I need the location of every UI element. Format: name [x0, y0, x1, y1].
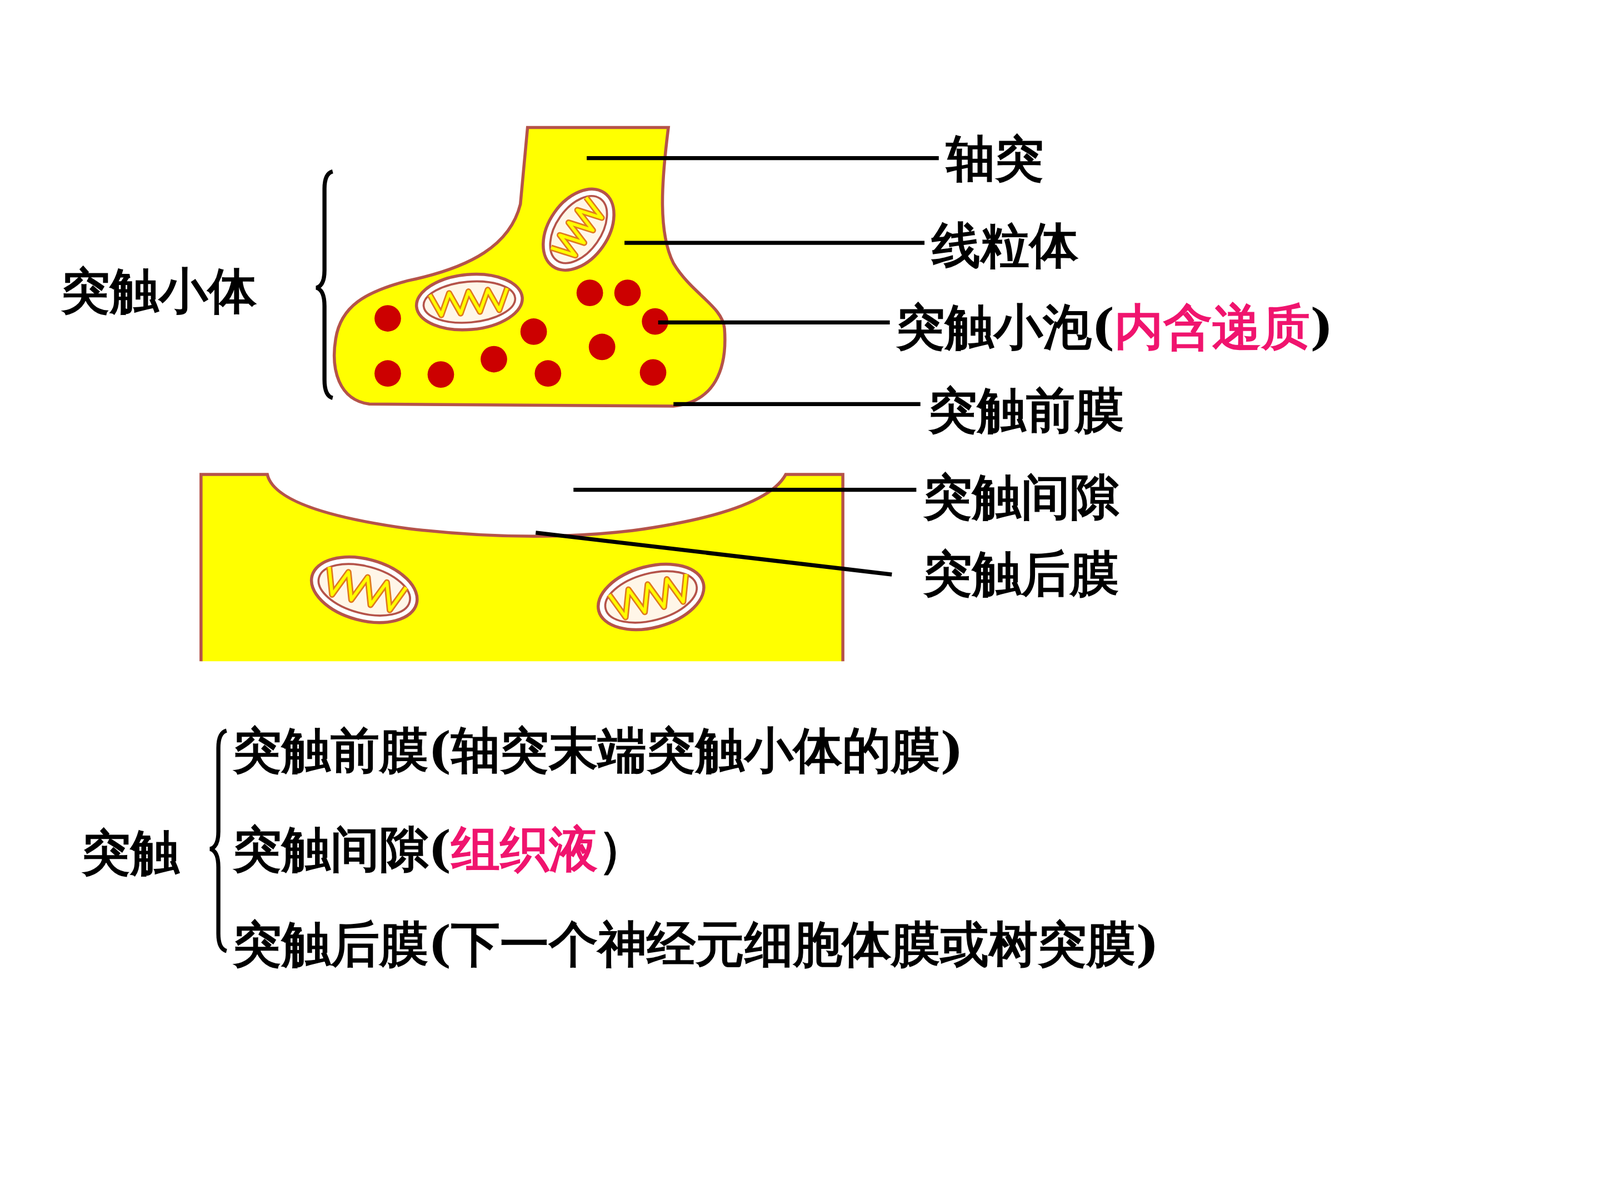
part-label: 突触间隙 — [923, 470, 1119, 524]
label-row: 突触小体 — [61, 263, 257, 318]
part-label: ） — [597, 822, 647, 877]
synaptic-vesicle — [480, 346, 508, 373]
mitochondrion — [528, 176, 629, 284]
synaptic-vesicle — [520, 318, 548, 345]
label-row: 突触小泡(内含递质) — [896, 299, 1334, 354]
label-row: 突触 — [81, 825, 180, 879]
label-row: 突触前膜 — [928, 383, 1124, 438]
label-row: 轴突 — [946, 131, 1044, 185]
label-row: 突触后膜(下一个神经元细胞体膜或树突膜) — [232, 917, 1159, 972]
part-label: 组织液 — [451, 822, 598, 877]
synaptic-vesicle — [374, 360, 402, 387]
part-label: 突触后膜(下一个神经元细胞体膜或树突膜) — [232, 917, 1159, 972]
part-label: ) — [1310, 299, 1334, 354]
label-row: 突触前膜(轴突末端突触小体的膜) — [232, 723, 964, 778]
label-row: 突触间隙(组织液） — [232, 822, 648, 877]
leader-lines — [535, 158, 939, 575]
part-label: 轴突 — [946, 131, 1044, 185]
part-label: 突触前膜 — [928, 383, 1124, 438]
mitochondrion — [413, 270, 525, 334]
synaptic-vesicle — [640, 359, 667, 387]
part-label: 突触 — [81, 825, 180, 879]
label-row: 线粒体 — [931, 217, 1079, 272]
part-label: 突触小体 — [61, 263, 257, 318]
mitochondrion — [303, 546, 425, 634]
part-label: 线粒体 — [931, 217, 1079, 272]
part-label: 内含递质 — [1114, 299, 1310, 354]
label-row: 突触后膜 — [923, 546, 1119, 601]
synaptic-vesicle — [614, 279, 642, 307]
postsynaptic-neuron — [201, 474, 843, 662]
part-label: 突触前膜(轴突末端突触小体的膜) — [232, 723, 964, 778]
synaptic-vesicle — [588, 333, 616, 361]
synaptic-knob — [334, 127, 725, 407]
synaptic-vesicle — [427, 361, 455, 388]
synaptic-vesicle — [534, 360, 562, 387]
synaptic-vesicle — [576, 279, 604, 307]
part-label: 突触小泡( — [896, 299, 1115, 354]
synaptic-vesicle — [374, 305, 402, 332]
mitochondrion — [591, 553, 712, 641]
part-label: 突触间隙( — [232, 822, 452, 877]
postsynaptic-outline — [201, 474, 843, 662]
part-label: 突触后膜 — [923, 546, 1119, 601]
label-row: 突触间隙 — [923, 470, 1119, 524]
